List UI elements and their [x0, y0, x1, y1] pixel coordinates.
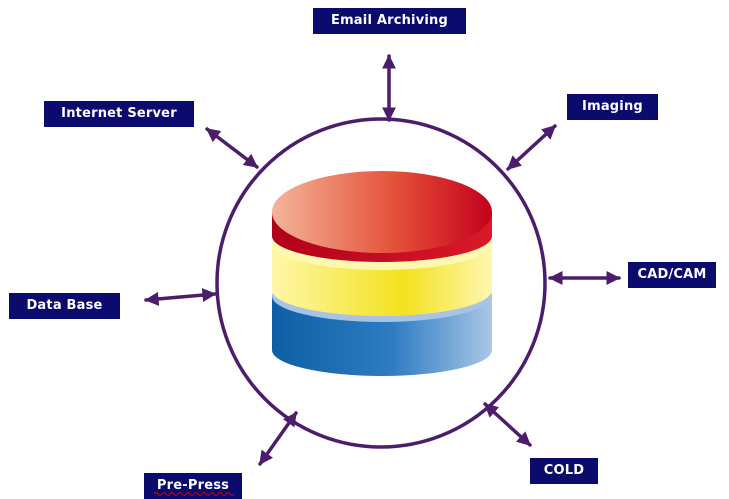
arrow-internet-server — [205, 127, 259, 169]
label-data-base: Data Base — [9, 293, 120, 319]
storage-cylinder-icon — [272, 171, 492, 376]
arrow-imaging — [506, 124, 557, 171]
spellcheck-underline — [154, 492, 234, 496]
label-imaging: Imaging — [567, 94, 658, 120]
label-internet-server: Internet Server — [44, 101, 194, 127]
connector-arrows — [144, 54, 621, 466]
arrow-data-base — [144, 288, 217, 306]
arrow-pre-press — [258, 411, 298, 466]
label-cad-cam: CAD/CAM — [628, 262, 716, 288]
label-email-archiving: Email Archiving — [313, 8, 466, 34]
system-ring — [215, 117, 547, 449]
label-cold: COLD — [530, 458, 598, 484]
arrow-cold — [483, 402, 532, 447]
